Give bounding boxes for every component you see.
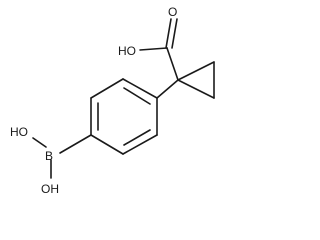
hydroxyl-bond (139, 47, 168, 51)
cyclopropane-ring (177, 61, 215, 99)
ring-inner-bond (123, 129, 151, 146)
boron-hydroxyl-upper-label: HO (10, 125, 28, 139)
benzene-ring (90, 78, 158, 155)
cyclopropane-bond (177, 61, 215, 81)
boron-hydroxyl-lower-label: OH (41, 182, 59, 196)
ring-inner-bond (123, 87, 151, 105)
boron-hydroxyl-bond (32, 137, 47, 148)
ring-bond (90, 78, 124, 99)
cyclopropane-bond (177, 79, 215, 99)
boronic-acid-group: B HO OH (10, 125, 92, 196)
ring-bond (122, 78, 158, 99)
carboxylic-acid-group: O HO (118, 5, 179, 81)
carbonyl-double-bond (165, 18, 172, 49)
ring-bond (122, 134, 158, 155)
carbonyl-double-bond (171, 18, 178, 49)
chemical-structure: O HO B HO OH (10, 5, 215, 196)
carboxyl-carbon-bond (166, 47, 179, 81)
ring-to-cyclopropane-bond (156, 79, 179, 99)
ring-bond (90, 134, 124, 155)
ring-to-boron-bond (59, 134, 92, 154)
boron-label: B (45, 149, 53, 163)
carbonyl-oxygen-label: O (168, 5, 177, 19)
hydroxyl-label: HO (118, 44, 136, 58)
